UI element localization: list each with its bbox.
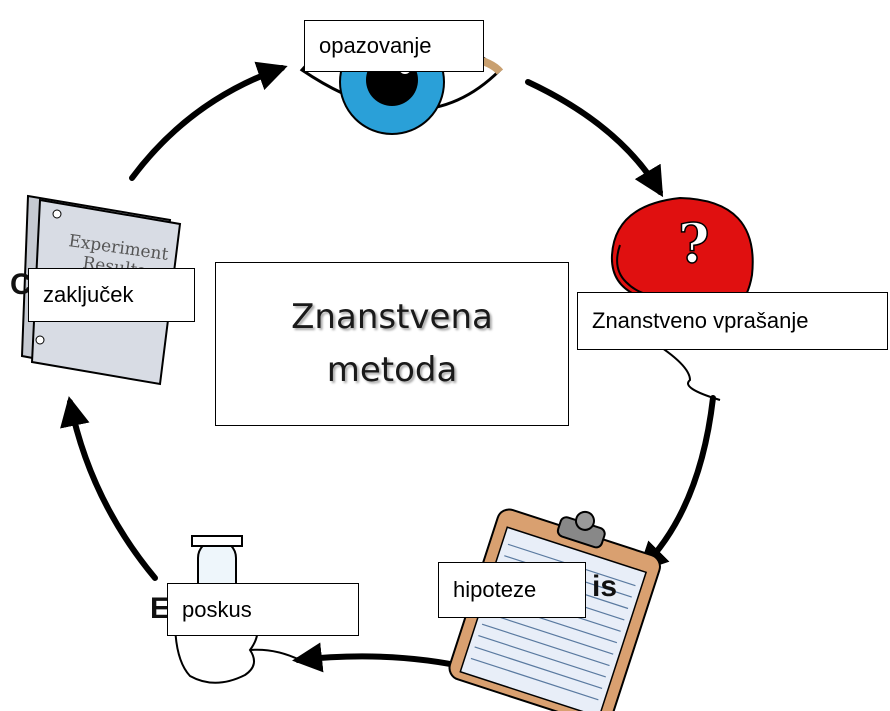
hidden-label-conclusion: C — [10, 268, 32, 301]
label-question: Znanstveno vprašanje — [577, 292, 888, 350]
hidden-label-experiment: E — [150, 592, 171, 625]
label-experiment: poskus — [167, 583, 359, 636]
label-observation: opazovanje — [304, 20, 484, 72]
arrow-observation-to-question-icon — [525, 79, 664, 198]
arrow-question-to-hypothesis-icon — [637, 395, 716, 573]
question-mark-glyph: ? — [678, 211, 710, 275]
arrow-hypothesis-to-experiment-icon — [292, 642, 473, 673]
title-box: Znanstvena metoda — [215, 262, 569, 426]
arrow-conclusion-to-observation-icon — [129, 61, 288, 181]
arrow-experiment-to-conclusion-icon — [60, 396, 158, 581]
diagram-title: Znanstvena metoda — [291, 297, 493, 390]
hidden-label-hypothesis: is — [592, 570, 618, 603]
label-hypothesis: hipoteze — [438, 562, 586, 618]
label-conclusion: zaključek — [28, 268, 195, 322]
